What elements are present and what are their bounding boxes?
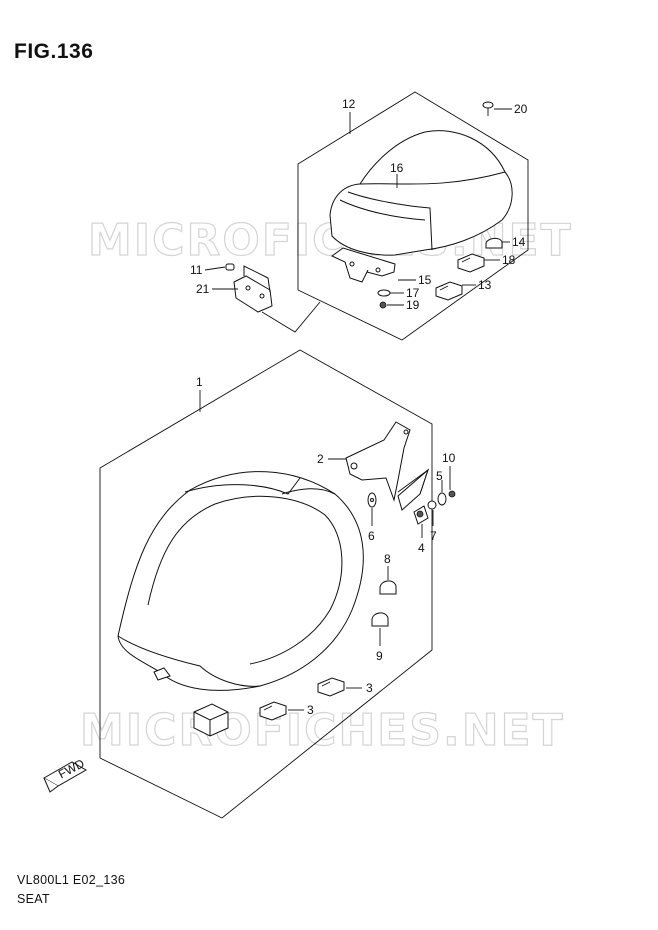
callout-20: 20 (514, 102, 528, 116)
callout-18: 18 (502, 253, 516, 267)
tool-box-part (193, 703, 229, 737)
main-seat-group-outline (99, 349, 433, 819)
callout-13: 13 (478, 278, 492, 292)
callout-10: 10 (442, 451, 456, 465)
callout-11: 11 (190, 263, 203, 277)
cushion-13-part (435, 281, 463, 301)
callout-6: 6 (368, 529, 375, 543)
collar-7-part (427, 500, 437, 510)
callout-1: 1 (196, 375, 203, 389)
cushion-14-part (485, 237, 503, 249)
cushion-8-part (379, 580, 397, 595)
washer-6-part (367, 492, 377, 508)
callout-17: 17 (406, 286, 420, 300)
callout-3a: 3 (366, 681, 373, 695)
washer-17-part (377, 289, 391, 297)
callout-5: 5 (436, 469, 443, 483)
cushion-3a-part (317, 677, 345, 697)
callout-3b: 3 (307, 703, 314, 717)
washer-5-part (437, 492, 447, 506)
cushion-9-part (371, 612, 389, 627)
callout-2: 2 (317, 452, 324, 466)
seat-handle-part (225, 263, 273, 313)
figure-code: VL800L1 E02_136 (17, 873, 126, 887)
leader-21-group (261, 301, 321, 333)
callout-12: 12 (342, 97, 356, 111)
cushion-3b-part (259, 701, 287, 721)
callout-15: 15 (418, 273, 432, 287)
callout-4: 4 (418, 541, 425, 555)
figure-name: SEAT (17, 892, 50, 906)
pillion-group-outline (297, 91, 529, 341)
screw-20-part (482, 101, 494, 116)
grommet-4-part (413, 505, 429, 525)
callout-19: 19 (406, 298, 420, 312)
main-seat-part (117, 471, 364, 691)
nut-10-part (448, 490, 456, 498)
callout-14: 14 (512, 235, 526, 249)
callout-21: 21 (196, 282, 210, 296)
watermark-bottom: MICROFICHES.NET (80, 705, 565, 756)
cushion-18-part (457, 253, 485, 273)
callout-16: 16 (390, 161, 404, 175)
pillion-bracket-part (331, 247, 396, 283)
seat-bracket-part (345, 421, 430, 511)
fwd-arrow-icon: FWD (42, 756, 88, 793)
nut-19-part (379, 301, 387, 309)
pillion-seat-part (329, 130, 513, 256)
callout-8: 8 (384, 552, 391, 566)
callout-7: 7 (430, 529, 437, 543)
figure-title: FIG.136 (14, 40, 94, 63)
callout-9: 9 (376, 649, 383, 663)
